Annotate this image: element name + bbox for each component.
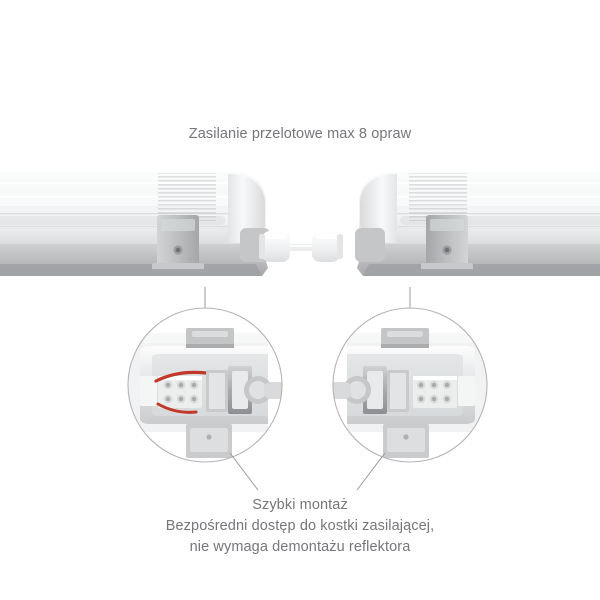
right-terminal-hole-3: [418, 382, 424, 388]
right-clip-top-face: [430, 219, 464, 231]
right-terminal-body: [413, 376, 457, 408]
right-terminal-hole-4: [444, 396, 450, 402]
left-lampholder-face: [232, 371, 248, 409]
right-detail-bracket-top-edge: [381, 344, 429, 348]
right-luminaire: [355, 172, 600, 276]
right-cable-gland: [312, 231, 343, 262]
left-diffuser-highlight: [0, 172, 264, 206]
right-gland-highlight: [316, 234, 336, 239]
left-detail-driver: [206, 366, 252, 414]
right-diffuser-line-2: [398, 226, 600, 228]
left-diffuser-gloss-2: [0, 196, 237, 198]
right-detail-gland: [333, 382, 351, 399]
left-terminal-hole-6: [191, 396, 197, 402]
right-endcap-housing: [355, 228, 385, 262]
connecting-cable-highlight: [288, 245, 314, 247]
left-diffuser-line-2: [0, 226, 227, 228]
right-detail-bracket-top: [381, 328, 429, 348]
left-clip-foot-shadow: [152, 269, 204, 272]
right-lampholder-inner: [348, 381, 366, 399]
left-red-wire-2: [156, 402, 198, 414]
right-detail-lampholder: [333, 376, 371, 404]
left-detail-bracket-top: [186, 328, 234, 348]
right-diffuser-endcap: [360, 174, 397, 243]
bottom-caption-line-3: nie wymaga demontażu reflektora: [189, 539, 411, 555]
right-detail-bracket-bottom: [383, 424, 429, 458]
right-detail-side-block: [458, 376, 475, 406]
leader-bottom-left: [229, 452, 259, 491]
left-bracket-bottom-face: [190, 428, 228, 452]
bottom-caption-line-1: Szybki montaż: [252, 497, 348, 513]
left-terminal-hole-5: [178, 396, 184, 402]
left-diffuser-line-1: [0, 213, 233, 215]
right-gland-nut: [337, 234, 343, 259]
left-diffuser-endcap: [228, 174, 265, 243]
right-bracket-bottom-screw: [403, 434, 409, 440]
right-diffuser-line-1: [392, 213, 600, 215]
right-clip-screw-hole: [444, 247, 450, 253]
bottom-caption: Szybki montaż Bezpośredni dostęp do kost…: [0, 495, 600, 558]
right-driver-face: [390, 373, 406, 409]
detail-circle-right: [332, 307, 488, 463]
right-diffuser-ribs: [409, 173, 467, 221]
through-wiring-cable: [259, 231, 343, 262]
detail-circle-left: [127, 307, 283, 463]
right-housing-shadow: [363, 264, 600, 276]
left-bracket-bottom-screw: [206, 434, 212, 440]
right-terminal-hole-5: [431, 396, 437, 402]
left-driver-face: [209, 373, 225, 409]
right-terminal-top-highlight: [413, 376, 457, 380]
left-gland-highlight: [266, 234, 286, 239]
left-terminal-top-highlight: [158, 376, 202, 380]
left-terminal-hole-1: [165, 382, 171, 388]
right-clip-foot-shadow: [421, 269, 473, 272]
left-diffuser-gloss-1: [0, 182, 240, 185]
left-mounting-clip: [152, 215, 204, 272]
left-detail-bracket-top-face: [192, 331, 228, 337]
left-diffuser-ribs: [158, 173, 216, 221]
left-detail-lampholder: [244, 376, 282, 404]
left-lampholder-inner: [249, 381, 267, 399]
left-detail-gland: [264, 382, 282, 399]
left-terminal-body: [158, 376, 202, 408]
left-gland-nut: [259, 234, 265, 259]
right-detail-terminal-block: [413, 376, 457, 408]
left-housing-shadow: [0, 264, 262, 276]
bottom-caption-line-2: Bezpośredni dostęp do kostki zasilającej…: [165, 518, 435, 534]
right-terminal-hole-6: [418, 396, 424, 402]
right-diffuser-gloss-2: [388, 196, 600, 198]
left-clip-top-face: [161, 219, 195, 231]
top-caption: Zasilanie przelotowe max 8 opraw: [188, 126, 412, 142]
left-detail-bracket-bottom: [186, 424, 232, 458]
right-detail-bracket-top-face: [387, 331, 423, 337]
right-mounting-clip: [421, 215, 473, 272]
left-terminal-hole-3: [191, 382, 197, 388]
right-diffuser-gloss-1: [385, 182, 600, 185]
left-detail-circle-outline: [127, 307, 283, 463]
left-cable-gland: [259, 231, 290, 262]
left-terminal-hole-2: [178, 382, 184, 388]
right-terminal-hole-2: [431, 382, 437, 388]
left-luminaire: [0, 172, 270, 276]
left-detail-side-block: [140, 376, 157, 406]
right-terminal-hole-1: [444, 382, 450, 388]
left-clip-screw-hole: [175, 247, 181, 253]
right-lampholder-face: [367, 371, 383, 409]
left-detail-terminal-block: [158, 376, 202, 408]
right-bracket-bottom-face: [387, 428, 425, 452]
right-detail-circle-outline: [332, 307, 488, 463]
left-terminal-hole-4: [165, 396, 171, 402]
right-detail-driver: [363, 366, 409, 414]
left-detail-bracket-top-edge: [186, 344, 234, 348]
leader-bottom-right: [356, 452, 386, 491]
